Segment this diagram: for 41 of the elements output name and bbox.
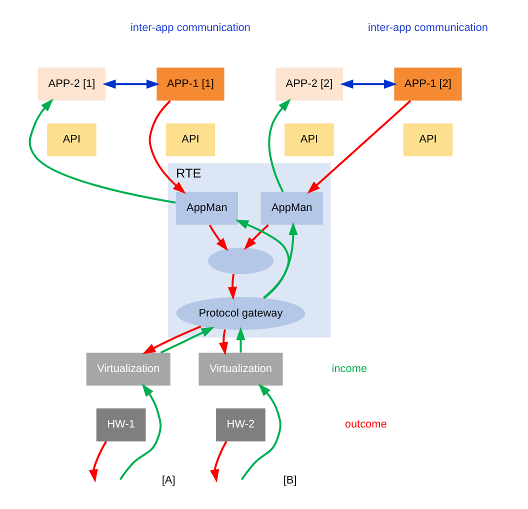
arrow bbox=[235, 220, 290, 299]
arrow bbox=[210, 440, 228, 483]
node-box: API bbox=[403, 123, 453, 156]
node-box: HW-2 bbox=[216, 408, 266, 442]
node-box: Virtualization bbox=[198, 352, 283, 386]
node-box: APP-1 [2] bbox=[394, 68, 462, 101]
arrow bbox=[268, 98, 291, 192]
node-box: API bbox=[284, 123, 334, 156]
node-ellipse: Protocol gateway bbox=[176, 296, 306, 330]
arrow bbox=[148, 100, 186, 194]
arrow bbox=[208, 224, 228, 252]
arrow bbox=[307, 100, 412, 194]
arrow bbox=[228, 274, 238, 300]
arrow bbox=[236, 326, 246, 352]
label: [A] bbox=[162, 474, 176, 486]
arrow bbox=[28, 98, 176, 204]
label: income bbox=[332, 362, 368, 375]
node-box: AppMan bbox=[176, 192, 238, 225]
arrow bbox=[119, 383, 162, 480]
arrow bbox=[160, 326, 215, 354]
node-box: HW-1 bbox=[96, 408, 146, 442]
arrow bbox=[88, 440, 107, 483]
arrow bbox=[240, 383, 282, 480]
arrow bbox=[244, 224, 269, 250]
label: [B] bbox=[283, 474, 297, 486]
node-box: API bbox=[47, 123, 96, 156]
node-ellipse bbox=[208, 248, 274, 274]
node-box: Virtualization bbox=[86, 352, 170, 386]
arrow bbox=[102, 80, 160, 89]
node-box: APP-1 [1] bbox=[156, 68, 224, 101]
node-box: API bbox=[166, 123, 216, 156]
arrow bbox=[142, 326, 202, 354]
node-box: APP-2 [2] bbox=[275, 68, 344, 101]
label: outcome bbox=[344, 418, 387, 431]
label: inter-app communication bbox=[368, 22, 488, 34]
node-box: APP-2 [1] bbox=[38, 68, 106, 101]
node-box: AppMan bbox=[260, 192, 323, 225]
arrow bbox=[262, 222, 298, 299]
label: inter-app communication bbox=[130, 22, 250, 34]
arrow bbox=[340, 80, 398, 89]
arrow bbox=[218, 329, 228, 356]
